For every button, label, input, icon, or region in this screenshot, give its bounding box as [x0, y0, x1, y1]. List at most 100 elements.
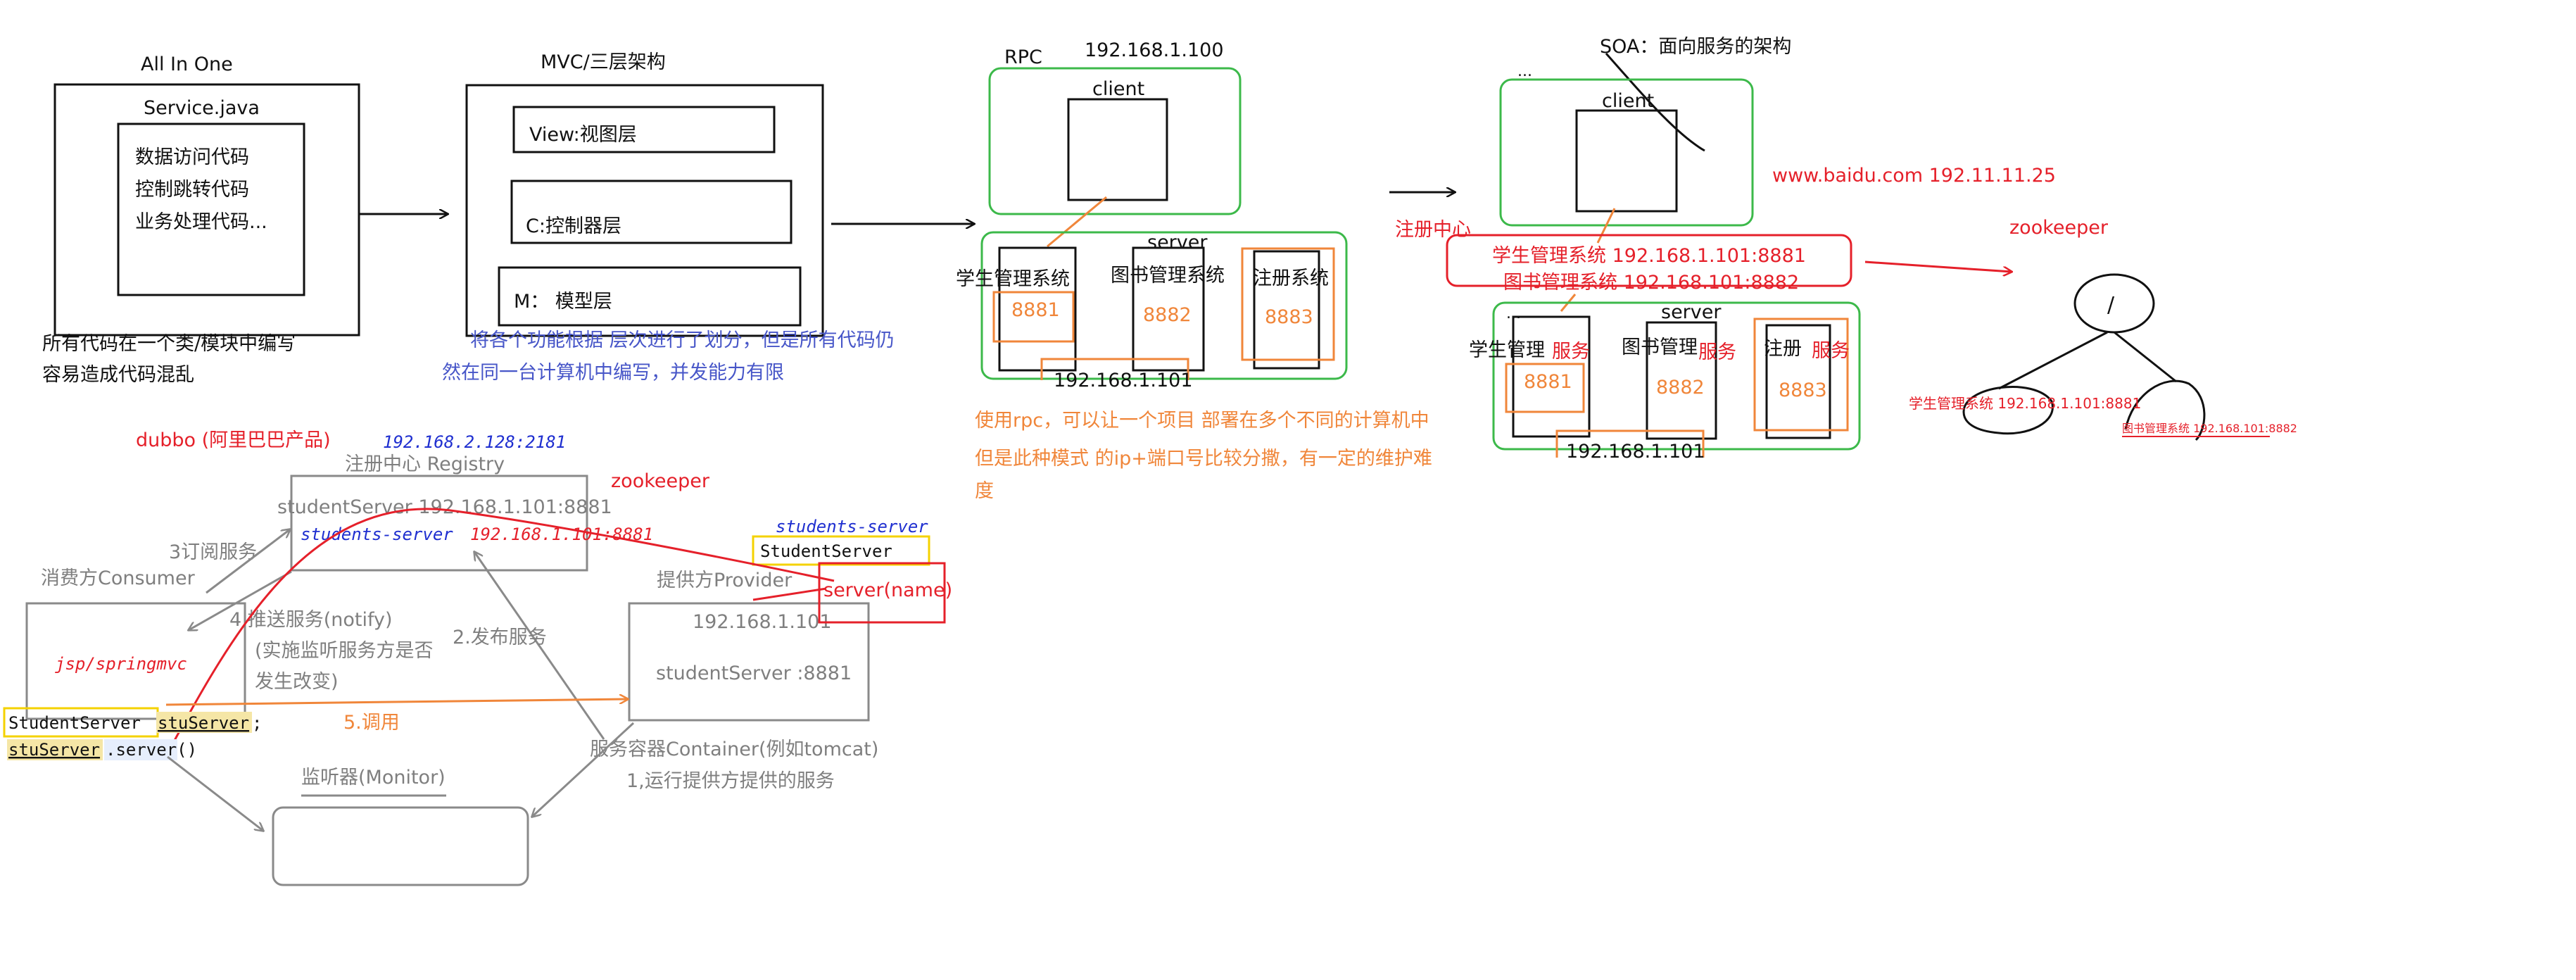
mvc-box [465, 84, 824, 337]
rpc-server-label: server [1147, 232, 1208, 253]
registry-label: 注册中心 Registry [345, 453, 505, 475]
soa-client-box [1575, 109, 1678, 213]
run-label: 1,运行提供方提供的服务 [626, 770, 835, 792]
soa-zookeeper: zookeeper [2009, 217, 2109, 239]
soa-client-registry-link [1596, 208, 1616, 244]
monitor-box [272, 806, 529, 886]
invoke-label: 5.调用 [343, 712, 400, 734]
rpc-system-register: 注册系统 [1253, 268, 1329, 289]
all-in-one-note-1: 所有代码在一个类/模块中编写 [42, 333, 296, 355]
notify-line-1: 4 推送服务(notify) [229, 609, 393, 631]
soa-client-label: client [1602, 90, 1654, 112]
provider-service: studentServer :8881 [656, 662, 852, 684]
rpc-server-group [980, 231, 1348, 380]
registry-ip: 192.168.2.128:2181 [383, 432, 566, 452]
rpc-port-box-1 [992, 291, 1075, 343]
soa-dots-top: ... [1517, 63, 1532, 80]
consumer-code-line2-var: stuServer [8, 740, 100, 760]
notify-arrow [189, 570, 292, 630]
consumer-code-line1-semicolon: ; [252, 713, 262, 733]
consumer-code: jsp/springmvc [55, 654, 187, 674]
registry-entry: studentServer 192.168.1.101:8881 [277, 496, 612, 518]
consumer-box [25, 602, 246, 720]
container-label: 服务容器Container(例如tomcat) [590, 739, 878, 760]
consumer-code-line2-call-bg [104, 739, 177, 760]
zk-tree-left-node [1962, 386, 2054, 435]
provider-ip: 192.168.1.101 [693, 611, 832, 633]
registry-code-service: students-server [301, 524, 453, 544]
provider-label: 提供方Provider [657, 570, 793, 591]
consumer-label: 消费方Consumer [41, 567, 196, 589]
soa-registry-line-2: 图书管理系统 192.168.101:8882 [1503, 272, 1799, 294]
code-line-control: 控制跳转代码 [135, 179, 249, 201]
invoke-arrow [165, 699, 628, 706]
rpc-system-student: 学生管理系统 [956, 268, 1070, 290]
provider-code-class-box [752, 535, 930, 566]
rpc-ip-bracket [1040, 358, 1189, 380]
soa-port-box-3 [1753, 318, 1849, 432]
dubbo-zookeeper: zookeeper [611, 470, 710, 492]
soa-server-group [1492, 301, 1861, 451]
controller-layer-label: C:控制器层 [526, 215, 621, 237]
all-in-one-title: All In One [141, 54, 233, 75]
consumer-code-line2-call: .server() [106, 740, 197, 760]
all-in-one-note-2: 容易造成代码混乱 [42, 364, 194, 386]
model-layer-box [498, 266, 802, 327]
model-layer-label: M： 模型层 [514, 291, 612, 313]
rpc-section: RPC 192.168.1.100 client server 学生管理系统 图… [956, 39, 1432, 502]
soa-service-box-3 [1765, 324, 1831, 439]
provider-to-monitor-arrow [532, 722, 635, 817]
rpc-client-server-link [1047, 196, 1107, 248]
rpc-system-box-3 [1253, 250, 1320, 370]
subscribe-arrow [206, 529, 290, 594]
rpc-system-library: 图书管理系统 [1111, 265, 1225, 287]
rpc-client-box [1067, 98, 1168, 201]
rpc-port-8883: 8883 [1265, 306, 1313, 328]
dubbo-title: dubbo (阿里巴巴产品) [136, 429, 331, 451]
soa-section: SOA：面向服务的架构 ... client 注册中心 学生管理系统 192.1… [1395, 36, 2297, 463]
zk-tree-right-label: 图书管理系统 192.168.101:8882 [2122, 422, 2297, 435]
soa-service-box-1 [1512, 315, 1591, 438]
consumer-code-line1-class: StudentServer [8, 713, 141, 733]
rpc-port-8882: 8882 [1143, 304, 1192, 326]
soa-port-8881: 8881 [1524, 371, 1572, 393]
soa-service-student: 学生管理 [1469, 339, 1545, 361]
rpc-port-box-3 [1241, 247, 1335, 361]
soa-service-register-tag: 服务 [1812, 340, 1850, 362]
provider-code-server: server(name) [823, 579, 952, 601]
view-layer-label: View:视图层 [529, 124, 637, 146]
rpc-note-2: 但是此种模式 的ip+端口号比较分撒，有一定的维护难 [975, 448, 1432, 470]
soa-server-label: server [1661, 301, 1722, 323]
view-layer-box [512, 106, 776, 153]
mvc-note-1: 将各个功能根据 层次进行了划分，但是所有代码仍 [470, 329, 895, 351]
registry-ip-red-curve [166, 508, 835, 754]
rpc-system-box-2 [1132, 246, 1205, 372]
monitor-label: 监听器(Monitor) [301, 767, 446, 789]
soa-registry-line-1: 学生管理系统 192.168.1.101:8881 [1492, 245, 1806, 267]
rpc-server-ip: 192.168.1.101 [1054, 370, 1193, 391]
consumer-code-line1-var: stuServer [158, 713, 249, 733]
rpc-client-label: client [1092, 78, 1144, 100]
soa-title: SOA：面向服务的架构 [1600, 36, 1791, 58]
soa-registry-label: 注册中心 [1395, 219, 1471, 241]
service-java-label: Service.java [144, 97, 260, 119]
notify-line-2: (实施监听服务方是否 [255, 640, 434, 662]
consumer-code-line2-var-bg [7, 739, 103, 760]
soa-registry-box [1446, 234, 1852, 287]
mvc-section: MVC/三层架构 View:视图层 C:控制器层 M： 模型层 将各个功能根据 … [442, 51, 895, 384]
soa-service-register: 注册 [1764, 338, 1802, 360]
dubbo-section: dubbo (阿里巴巴产品) 192.168.2.128:2181 注册中心 R… [3, 429, 952, 886]
soa-port-box-1 [1505, 363, 1585, 413]
rpc-client-ip: 192.168.1.100 [1085, 39, 1224, 61]
code-line-business: 业务处理代码... [135, 211, 267, 233]
soa-client-group [1499, 78, 1754, 227]
provider-code-server-box [818, 562, 946, 624]
notify-line-3: 发生改变) [255, 671, 339, 693]
registry-box [290, 475, 588, 572]
zk-tree-root-label: / [2107, 293, 2115, 318]
zk-tree-right-node [2124, 379, 2206, 441]
zk-tree-edge-left [1998, 331, 2108, 390]
consumer-code-line1-var-bg [156, 712, 252, 733]
provider-code-service: students-server [776, 517, 928, 536]
